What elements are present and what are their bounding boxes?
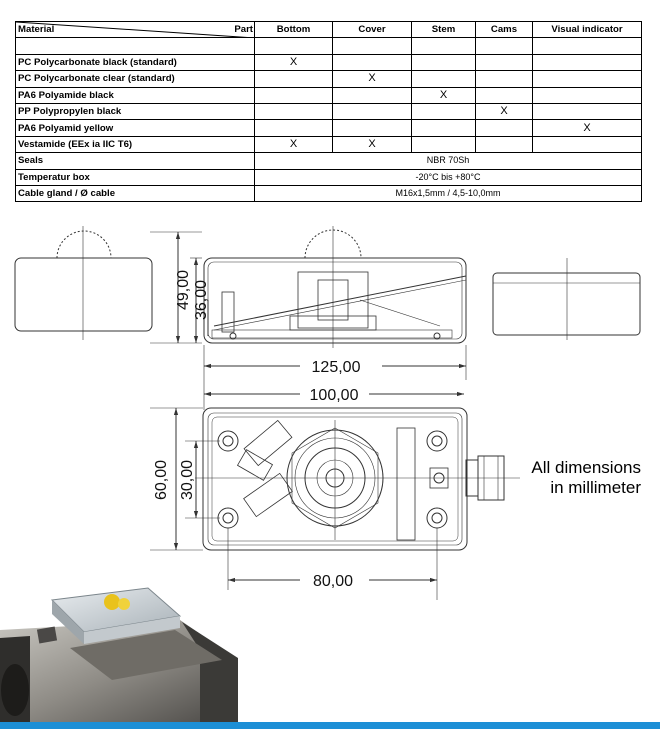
mark-cell: [254, 70, 333, 88]
mark-cell: [532, 70, 642, 88]
table-row: Temperatur box-20°C bis +80°C: [15, 168, 642, 186]
hole-spacing-label: 80,00: [313, 573, 353, 590]
mark-cell: [411, 53, 476, 72]
switch-box-photo: [36, 587, 182, 644]
mark-cell: [411, 37, 476, 55]
table-row: [15, 37, 642, 55]
corner-header-cell: Material Part: [15, 20, 255, 39]
mark-cell: [532, 135, 642, 154]
mark-cell: [532, 102, 642, 121]
column-header-visual-indicator: Visual indicator: [532, 20, 642, 39]
cable-gland: [465, 455, 505, 501]
right-side-view: [492, 258, 641, 340]
material-label: PC Polycarbonate clear (standard): [15, 70, 255, 88]
material-label: PP Polypropylen black: [15, 102, 255, 121]
dimensions-note: All dimensions in millimeter: [519, 458, 641, 498]
mark-cell: [411, 102, 476, 121]
mark-cell: X: [475, 102, 533, 121]
width-inner-label: 30,00: [179, 460, 196, 500]
mark-cell: [475, 86, 533, 104]
mark-cell: [411, 135, 476, 154]
column-header-stem: Stem: [411, 20, 476, 39]
width-dimension-lines: [150, 407, 438, 600]
mark-cell: [532, 86, 642, 104]
table-row: PA6 Polyamid yellow X: [15, 119, 642, 137]
mark-cell: [475, 37, 533, 55]
table-row: PC Polycarbonate black (standard)X: [15, 53, 642, 72]
table-row: PA6 Polyamide black X: [15, 86, 642, 104]
length-body-label: 100,00: [310, 387, 359, 404]
mark-cell: X: [332, 70, 412, 88]
left-side-view: [14, 226, 153, 340]
length-total-label: 125,00: [312, 359, 361, 376]
actuator-photo: [0, 620, 238, 722]
mark-cell: X: [254, 53, 333, 72]
mark-cell: [332, 53, 412, 72]
height-total-label: 49,00: [175, 270, 192, 310]
height-dimension-lines: [150, 231, 202, 344]
mark-cell: [254, 37, 333, 55]
mark-cell: [254, 102, 333, 121]
mark-cell: [411, 119, 476, 137]
temperature-value: -20°C bis +80°C: [254, 168, 642, 186]
corner-diagonal-line: [16, 22, 246, 37]
mark-cell: [332, 102, 412, 121]
part-header: Part: [234, 24, 253, 35]
technical-drawing: 49,00 36,00 125,00 100,00 60,00 30,00 80…: [14, 226, 641, 600]
note-line-2: in millimeter: [550, 478, 641, 497]
material-label: PA6 Polyamid yellow: [15, 119, 255, 137]
material-label: PC Polycarbonate black (standard): [15, 53, 255, 72]
material-label: [15, 37, 255, 55]
column-header-cams: Cams: [475, 20, 533, 39]
seals-label: Seals: [15, 152, 255, 170]
mark-cell: X: [532, 119, 642, 137]
front-view: [203, 226, 467, 348]
mark-cell: [254, 119, 333, 137]
mark-cell: [332, 37, 412, 55]
material-spec-table: Material Part Bottom Cover Stem Cams Vis…: [15, 20, 642, 203]
mark-cell: [254, 86, 333, 104]
mark-cell: [411, 70, 476, 88]
table-header-row: Material Part Bottom Cover Stem Cams Vis…: [15, 20, 642, 39]
material-header: Material: [18, 24, 55, 35]
mark-cell: X: [332, 135, 412, 154]
mark-cell: [475, 53, 533, 72]
mark-cell: [332, 119, 412, 137]
note-line-1: All dimensions: [531, 458, 641, 477]
mark-cell: [475, 135, 533, 154]
column-header-cover: Cover: [332, 20, 412, 39]
material-label: PA6 Polyamide black: [15, 86, 255, 104]
table-row: PC Polycarbonate clear (standard) X: [15, 70, 642, 88]
material-label: Vestamide (EEx ia IIC T6): [15, 135, 255, 154]
mark-cell: [332, 86, 412, 104]
mark-cell: X: [254, 135, 333, 154]
mark-cell: [532, 37, 642, 55]
cable-gland-value: M16x1,5mm / 4,5-10,0mm: [254, 184, 642, 203]
column-header-bottom: Bottom: [254, 20, 333, 39]
seals-value: NBR 70Sh: [254, 152, 642, 170]
height-body-label: 36,00: [193, 280, 210, 320]
cable-gland-label: Cable gland / Ø cable: [15, 184, 255, 203]
temperature-label: Temperatur box: [15, 168, 255, 186]
mark-cell: [475, 119, 533, 137]
length-dimension-lines: [203, 345, 467, 410]
mark-cell: [532, 53, 642, 72]
table-row: PP Polypropylen black X: [15, 102, 642, 121]
accent-bar: [0, 722, 660, 729]
product-photo: [0, 587, 238, 722]
width-total-label: 60,00: [153, 460, 170, 500]
mark-cell: X: [411, 86, 476, 104]
top-view: [195, 407, 520, 551]
mark-cell: [475, 70, 533, 88]
